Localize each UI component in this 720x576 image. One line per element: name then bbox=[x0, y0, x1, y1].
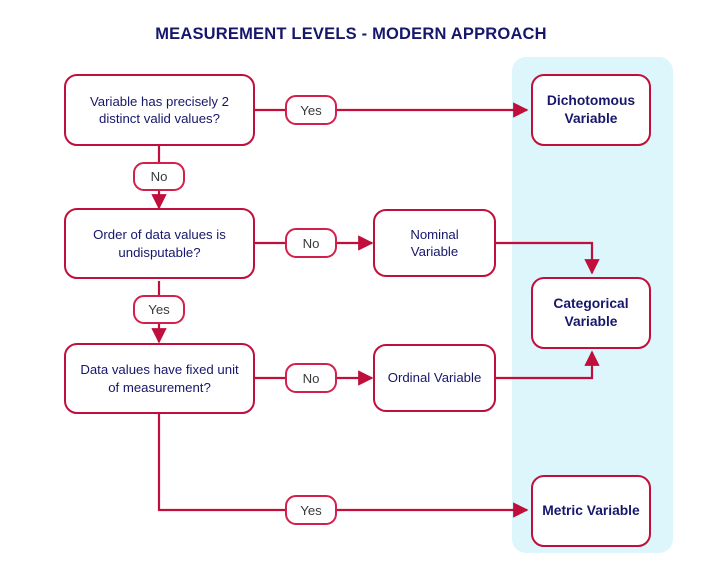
outcome-box-nominal-variable[interactable]: Nominal Variable bbox=[373, 209, 496, 277]
edge-label-d2-yes: Yes bbox=[133, 295, 185, 324]
outcome-box-metric-variable[interactable]: Metric Variable bbox=[531, 475, 651, 547]
edge-label-d1-yes: Yes bbox=[285, 95, 337, 125]
edge-label-d3-yes: Yes bbox=[285, 495, 337, 525]
outcome-box-dichotomous-variable[interactable]: Dichotomous Variable bbox=[531, 74, 651, 146]
decision-box-binary-values[interactable]: Variable has precisely 2 distinct valid … bbox=[64, 74, 255, 146]
wire-ordinal-to-categorical bbox=[496, 350, 600, 380]
decision-box-fixed-unit[interactable]: Data values have fixed unit of measureme… bbox=[64, 343, 255, 414]
edge-label-d3-no: No bbox=[285, 363, 337, 393]
edge-label-d2-no: No bbox=[285, 228, 337, 258]
wire-nominal-to-categorical bbox=[496, 241, 600, 275]
decision-box-order-undisputable[interactable]: Order of data values is undisputable? bbox=[64, 208, 255, 279]
edge-label-d1-no: No bbox=[133, 162, 185, 191]
page-title: MEASUREMENT LEVELS - MODERN APPROACH bbox=[155, 25, 547, 43]
wire-d3-to-bottom-yes bbox=[157, 414, 285, 512]
outcome-box-ordinal-variable[interactable]: Ordinal Variable bbox=[373, 344, 496, 412]
outcome-box-categorical-variable[interactable]: Categorical Variable bbox=[531, 277, 651, 349]
